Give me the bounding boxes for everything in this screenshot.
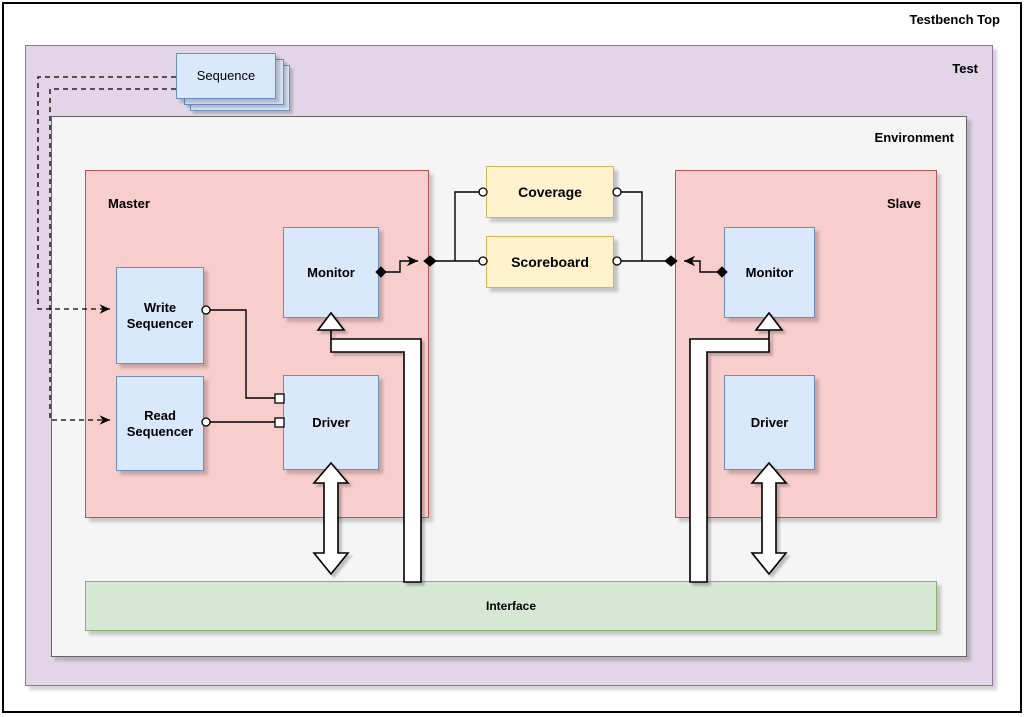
block-interface[interactable]: Interface bbox=[85, 581, 937, 631]
region-master-label: Master bbox=[108, 196, 150, 211]
block-slave-driver[interactable]: Driver bbox=[724, 375, 815, 470]
testbench-top-title: Testbench Top bbox=[909, 12, 1000, 27]
block-master-monitor[interactable]: Monitor bbox=[283, 227, 379, 318]
block-master-driver[interactable]: Driver bbox=[283, 375, 379, 470]
region-slave-label: Slave bbox=[887, 196, 921, 211]
region-test-label: Test bbox=[952, 61, 978, 76]
block-coverage[interactable]: Coverage bbox=[486, 166, 614, 218]
block-sequence[interactable]: Sequence bbox=[176, 53, 276, 99]
block-scoreboard[interactable]: Scoreboard bbox=[486, 236, 614, 288]
block-slave-monitor[interactable]: Monitor bbox=[724, 227, 815, 318]
region-environment-label: Environment bbox=[874, 130, 954, 145]
